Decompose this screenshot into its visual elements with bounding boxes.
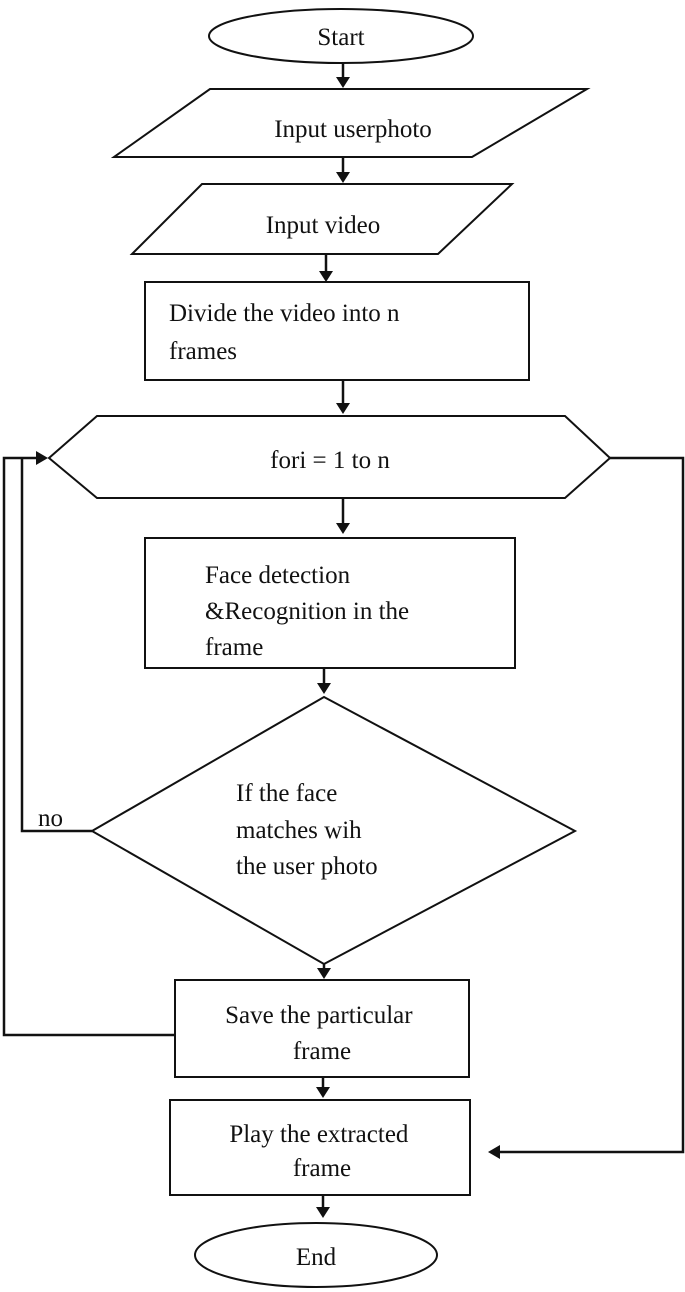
edge-decision-no: [20, 458, 92, 833]
arrowhead-icon: [317, 968, 331, 979]
input-photo-parallelogram: [110, 88, 591, 158]
arrowhead-icon: [319, 271, 333, 282]
loop-hexagon: [47, 415, 612, 499]
input-video-parallelogram: [129, 183, 515, 255]
face-detect-label: Face detection &Recognition in the frame: [205, 562, 415, 661]
end-terminal: [194, 1222, 438, 1288]
decision-label: If the face matches wih the user photo: [236, 780, 378, 880]
face-detect-process: [144, 537, 516, 669]
arrowhead-icon: [336, 403, 350, 414]
arrowhead-icon: [336, 172, 350, 183]
divide-label: Divide the video into n frames: [169, 300, 406, 365]
arrowhead-icon: [317, 683, 331, 694]
play-process: [169, 1099, 471, 1196]
start-label: Start: [317, 24, 364, 51]
labels: Start Input userphoto Input video Divide…: [38, 24, 432, 1271]
decision-diamond: [89, 695, 578, 966]
arrowhead-icon: [36, 451, 48, 465]
start-terminal: [208, 8, 474, 64]
play-label: Play the extracted frame: [229, 1121, 414, 1182]
input-photo-label: Input userphoto: [274, 116, 432, 143]
arrowhead-icon: [316, 1207, 330, 1218]
end-label: End: [296, 1244, 337, 1271]
save-process: [174, 979, 470, 1078]
save-label: Save the particular frame: [225, 1002, 419, 1065]
arrowhead-icon: [316, 1087, 330, 1098]
edge-label-no: no: [38, 805, 63, 832]
edge-loop-exit-to-play: [498, 456, 685, 1154]
arrowhead-icon: [488, 1145, 500, 1159]
arrowhead-icon: [336, 77, 350, 88]
input-video-label: Input video: [266, 212, 381, 239]
arrowhead-icon: [336, 523, 350, 534]
divide-process: [144, 281, 530, 381]
loop-label: fori = 1 to n: [270, 447, 390, 474]
nodes: [47, 8, 612, 1288]
